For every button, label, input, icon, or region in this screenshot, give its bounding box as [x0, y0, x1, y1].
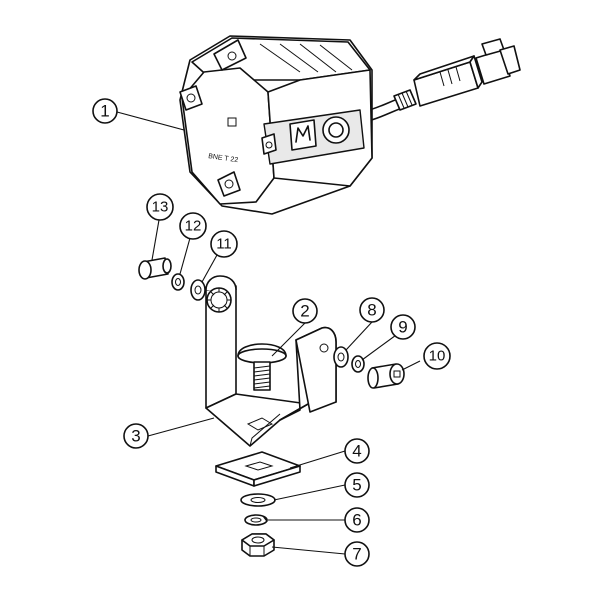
leader-2: [271, 322, 306, 357]
cable-connector: [361, 38, 521, 123]
carriage-bolt-part-2: [237, 343, 287, 391]
callout-4: 4: [344, 438, 370, 464]
callout-11-label: 11: [216, 236, 232, 253]
callout-5-label: 5: [352, 476, 361, 495]
screw-part-10: [367, 363, 405, 389]
leader-4: [289, 450, 346, 469]
leader-7: [271, 546, 346, 555]
leader-12: [179, 237, 191, 275]
housing-marking-text: BNE T 22: [208, 153, 239, 164]
washer-part-11: [190, 279, 206, 301]
callout-11: 11: [210, 230, 238, 258]
callout-13: 13: [146, 193, 174, 221]
callout-2: 2: [292, 298, 318, 324]
callout-12: 12: [179, 212, 207, 240]
bracket-part: [205, 275, 337, 447]
hex-nut-part-7: [241, 533, 275, 557]
callout-2-label: 2: [300, 302, 309, 321]
callout-4-label: 4: [352, 442, 361, 461]
square-plate-part-4: [215, 451, 301, 487]
callout-10: 10: [423, 342, 451, 370]
leader-11: [201, 254, 218, 283]
washer-part-8: [333, 346, 349, 368]
callout-1: 1: [92, 98, 118, 124]
callout-6-label: 6: [352, 511, 361, 530]
leader-5: [273, 484, 346, 501]
bolt-part-13: [138, 257, 172, 280]
flat-washer-part-5: [240, 493, 276, 507]
leader-13: [151, 219, 160, 261]
callout-10-label: 10: [429, 348, 446, 365]
callout-8-label: 8: [367, 301, 376, 320]
leader-1: [116, 111, 185, 131]
callout-7: 7: [344, 541, 370, 567]
leader-8: [345, 321, 373, 351]
callout-5: 5: [344, 472, 370, 498]
callout-3: 3: [123, 423, 149, 449]
leader-lines: [116, 111, 421, 555]
washer-part-12: [171, 273, 185, 291]
callout-7-label: 7: [352, 545, 361, 564]
callout-8: 8: [359, 297, 385, 323]
callout-6: 6: [344, 507, 370, 533]
leader-10: [401, 360, 421, 371]
lock-washer-part-6: [244, 514, 268, 526]
callout-9: 9: [390, 314, 416, 340]
housing-part: BNE T 22: [179, 35, 521, 215]
leader-3: [147, 417, 215, 437]
callout-1-label: 1: [100, 102, 109, 121]
callout-3-label: 3: [131, 427, 140, 446]
callout-9-label: 9: [398, 318, 407, 337]
callout-12-label: 12: [185, 218, 202, 235]
washer-part-9: [351, 355, 365, 373]
callout-13-label: 13: [152, 199, 169, 216]
